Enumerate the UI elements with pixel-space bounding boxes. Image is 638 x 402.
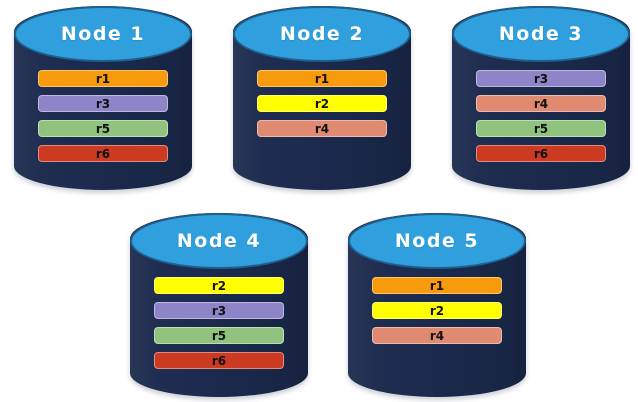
replica-bar-r1[interactable]: r1: [257, 70, 387, 87]
node-cylinder-top: Node 2: [233, 6, 411, 62]
replica-bar-r6[interactable]: r6: [476, 145, 606, 162]
replica-bar-r3[interactable]: r3: [154, 302, 284, 319]
replica-bar-r5[interactable]: r5: [38, 120, 168, 137]
database-node-5[interactable]: Node 5 r1 r2 r4: [348, 213, 526, 397]
replica-bar-r3[interactable]: r3: [476, 70, 606, 87]
node-cylinder-top: Node 5: [348, 213, 526, 269]
replica-bar-r2[interactable]: r2: [372, 302, 502, 319]
node-title: Node 5: [394, 230, 480, 252]
database-node-2[interactable]: Node 2 r1 r2 r4: [233, 6, 411, 190]
replica-list: r1 r3 r5 r6: [38, 70, 168, 162]
replica-bar-r6[interactable]: r6: [154, 352, 284, 369]
node-title: Node 3: [498, 23, 584, 45]
replica-bar-r5[interactable]: r5: [476, 120, 606, 137]
replica-bar-r5[interactable]: r5: [154, 327, 284, 344]
replica-bar-r4[interactable]: r4: [372, 327, 502, 344]
replica-bar-r2[interactable]: r2: [257, 95, 387, 112]
node-title: Node 1: [60, 23, 146, 45]
node-title: Node 4: [176, 230, 262, 252]
replica-list: r3 r4 r5 r6: [476, 70, 606, 162]
replica-bar-r4[interactable]: r4: [257, 120, 387, 137]
node-title: Node 2: [279, 23, 365, 45]
replica-list: r1 r2 r4: [372, 277, 502, 344]
database-node-3[interactable]: Node 3 r3 r4 r5 r6: [452, 6, 630, 190]
replica-bar-r4[interactable]: r4: [476, 95, 606, 112]
replica-bar-r2[interactable]: r2: [154, 277, 284, 294]
replica-list: r1 r2 r4: [257, 70, 387, 137]
replica-bar-r6[interactable]: r6: [38, 145, 168, 162]
node-cylinder-top: Node 3: [452, 6, 630, 62]
replica-list: r2 r3 r5 r6: [154, 277, 284, 369]
replica-bar-r1[interactable]: r1: [38, 70, 168, 87]
database-node-4[interactable]: Node 4 r2 r3 r5 r6: [130, 213, 308, 397]
node-cylinder-top: Node 4: [130, 213, 308, 269]
node-cylinder-top: Node 1: [14, 6, 192, 62]
replica-bar-r1[interactable]: r1: [372, 277, 502, 294]
replica-bar-r3[interactable]: r3: [38, 95, 168, 112]
database-node-1[interactable]: Node 1 r1 r3 r5 r6: [14, 6, 192, 190]
